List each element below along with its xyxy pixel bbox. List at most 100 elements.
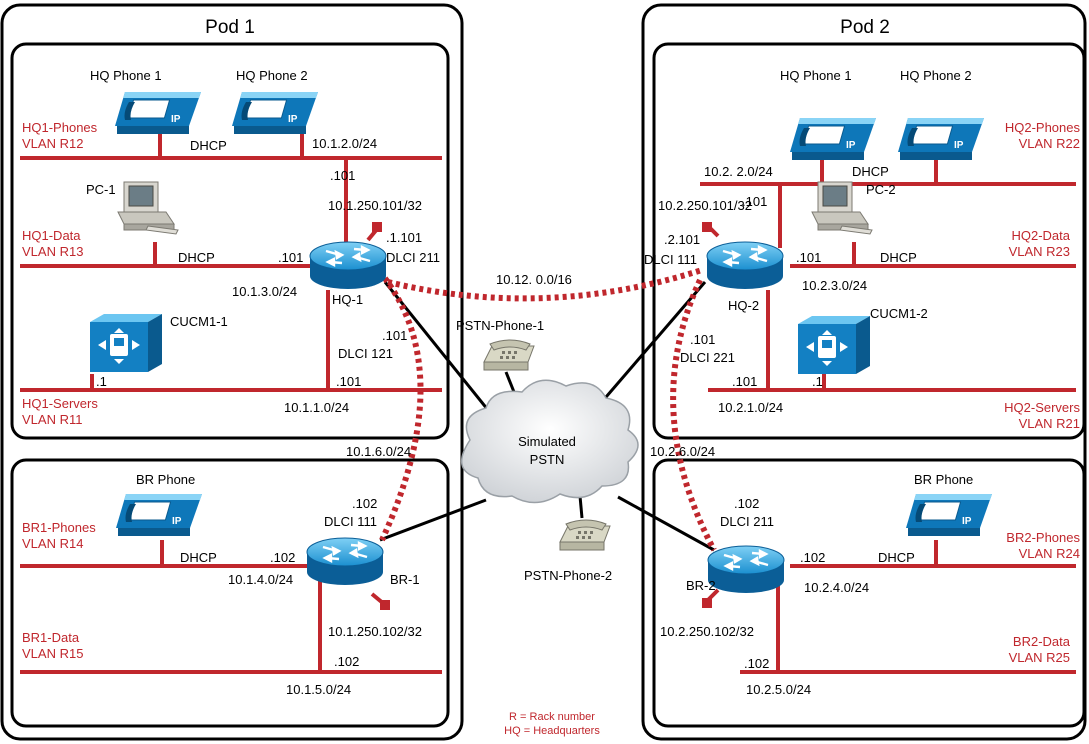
pod-1-br-phones-vlan-name: BR1-Phones — [22, 520, 96, 535]
pod-1-br-link-dlci: DLCI 121 — [338, 346, 393, 361]
pod-2-br-phones-if: .102 — [800, 550, 825, 565]
pod-2-br-phone[interactable] — [905, 493, 993, 537]
pod-1-br-phones-if: .102 — [270, 550, 295, 565]
pstn-cloud: Simulated PSTN — [461, 379, 639, 504]
pod-2-labels: HQ Phone 1 HQ Phone 2 HQ2-Phones VLAN R2… — [644, 68, 1080, 697]
pod-1-lans — [20, 128, 442, 674]
pstn-phone-2-label: PSTN-Phone-2 — [524, 568, 612, 583]
pod-1-phones-if: .101 — [330, 168, 355, 183]
pod-2-br-data-if: .102 — [744, 656, 769, 671]
pod-1-br-link-if: .101 — [382, 328, 407, 343]
pod-2-phones-if: .101 — [742, 194, 767, 209]
pod-2-lans — [700, 158, 1076, 674]
pstn-phone-1-label: PSTN-Phone-1 — [456, 318, 544, 333]
pod-2-router-label: HQ-2 — [728, 298, 759, 313]
pod-1-pc-label: PC-1 — [86, 182, 116, 197]
pod-2-wan-if: .2.101 — [664, 232, 700, 247]
pod-2-hq-phone-2[interactable] — [897, 117, 985, 161]
pod-2-data-dhcp: DHCP — [880, 250, 917, 265]
pod-1-phones-vlan-name: HQ1-Phones — [22, 120, 98, 135]
pod-2-hq-phone-1[interactable] — [789, 117, 877, 161]
legend-hq: HQ = Headquarters — [504, 725, 600, 737]
pod-2-br-router[interactable] — [706, 544, 786, 595]
pod-2-servers-vlan-name: HQ2-Servers — [1004, 400, 1080, 415]
pod-2-br-phone-label: BR Phone — [914, 472, 973, 487]
pod-2-br-dhcp: DHCP — [878, 550, 915, 565]
pod-1-loopback: 10.1.250.101/32 — [328, 198, 422, 213]
wan-links — [377, 267, 717, 552]
pod-2-data-subnet: 10.2.3.0/24 — [802, 278, 867, 293]
pod-1-wan-dlci: DLCI 211 — [386, 250, 440, 265]
pod-1-br-wan-if: .102 — [352, 496, 377, 511]
pod-1-br-phones-vlan-id: VLAN R14 — [22, 536, 83, 551]
pod-1-hq-phone-1[interactable] — [114, 91, 202, 135]
pod-1-data-if: .101 — [278, 250, 303, 265]
pod-1-hq-phone-1-label: HQ Phone 1 — [90, 68, 162, 83]
pod-1-hq-phone-2[interactable] — [231, 91, 319, 135]
pod-1-br-data-vlan-id: VLAN R15 — [22, 646, 83, 661]
pod-2-br-phones-vlan-name: BR2-Phones — [1006, 530, 1080, 545]
pod-1-data-subnet: 10.1.3.0/24 — [232, 284, 297, 299]
pod-2-hq-phone-2-label: HQ Phone 2 — [900, 68, 972, 83]
pod-1-phones-dhcp: DHCP — [190, 138, 227, 153]
pod-2-cucm-server[interactable] — [798, 316, 870, 374]
pod-2-br-wan-if: .102 — [734, 496, 759, 511]
pod-2-br-data-vlan-name: BR2-Data — [1013, 634, 1071, 649]
pod-2-server-if: .101 — [732, 374, 757, 389]
pod-2-loopback: 10.2.250.101/32 — [658, 198, 752, 213]
pod-1-data-vlan-id: VLAN R13 — [22, 244, 83, 259]
pod-2-pc-label: PC-2 — [866, 182, 896, 197]
pod-2-br-link-subnet: 10.2.6.0/24 — [650, 444, 715, 459]
cloud-label-1: Simulated — [518, 434, 576, 449]
pod-2-br-wan-dlci: DLCI 211 — [720, 514, 774, 529]
pod-2-br-data-subnet: 10.2.5.0/24 — [746, 682, 811, 697]
pod-2-cucm-label: CUCM1-2 — [870, 306, 928, 321]
pod-2-phones-vlan-id: VLAN R22 — [1019, 136, 1080, 151]
pod-1-br-router[interactable] — [305, 536, 385, 587]
pod-2-servers-subnet: 10.2.1.0/24 — [718, 400, 783, 415]
pod-2-br-link-if: .101 — [690, 332, 715, 347]
wan-subnet-label: 10.12. 0.0/16 — [496, 272, 572, 287]
pod-2-br-data-vlan-id: VLAN R25 — [1009, 650, 1070, 665]
pod-1-cucm-server[interactable] — [90, 314, 162, 372]
pod-1-br-router-label: BR-1 — [390, 572, 420, 587]
pod-2-br-phones-vlan-id: VLAN R24 — [1019, 546, 1080, 561]
pod-2-br-router-label: BR-2 — [686, 578, 716, 593]
pod-1-br-data-subnet: 10.1.5.0/24 — [286, 682, 351, 697]
pod-1-servers-vlan-name: HQ1-Servers — [22, 396, 98, 411]
pod-1-pc-icon[interactable] — [117, 181, 179, 235]
pod-1-labels: HQ Phone 1 HQ Phone 2 HQ1-Phones VLAN R1… — [22, 68, 440, 697]
pod-2-title: Pod 2 — [840, 17, 890, 38]
pod-1-br-phones-subnet: 10.1.4.0/24 — [228, 572, 293, 587]
pod-2-frame — [641, 3, 1087, 741]
pod-1-frame — [0, 3, 464, 741]
pod-2-phones-dhcp: DHCP — [852, 164, 889, 179]
pod-2-wan-dlci: DLCI 111 — [644, 252, 697, 267]
pod-1-hq-phone-2-label: HQ Phone 2 — [236, 68, 308, 83]
pod-1-title: Pod 1 — [205, 17, 255, 38]
pod-2-server-host: .1 — [812, 374, 823, 389]
pod-1-servers-vlan-id: VLAN R11 — [22, 412, 82, 427]
pod-1-br-phone[interactable] — [115, 493, 203, 537]
pod-2-data-if: .101 — [796, 250, 821, 265]
pod-2-pc-icon[interactable] — [811, 181, 873, 235]
pod-2-br-link-dlci: DLCI 221 — [680, 350, 735, 365]
pod-1-servers-subnet: 10.1.1.0/24 — [284, 400, 349, 415]
pstn-phone-2-icon[interactable] — [559, 519, 611, 551]
pod-1-wan-if: .1.101 — [386, 230, 422, 245]
pod-1-data-dhcp: DHCP — [178, 250, 215, 265]
pstn-phone-1-icon[interactable] — [483, 339, 535, 371]
pod-1-br-link-subnet: 10.1.6.0/24 — [346, 444, 411, 459]
pod-1-br-dhcp: DHCP — [180, 550, 217, 565]
pod-1-cucm-label: CUCM1-1 — [170, 314, 228, 329]
legend-rack: R = Rack number — [509, 711, 595, 723]
pod-1-hq-router[interactable] — [308, 240, 388, 291]
pod-1-br-loopback: 10.1.250.102/32 — [328, 624, 422, 639]
pod-1-br-wan-dlci: DLCI 111 — [324, 514, 377, 529]
pod-1-server-host: .1 — [96, 374, 107, 389]
pod-2-phones-vlan-name: HQ2-Phones — [1005, 120, 1081, 135]
pod-1-br-data-if: .102 — [334, 654, 359, 669]
pod-2-hq-router[interactable] — [705, 240, 785, 291]
pod-2-data-vlan-name: HQ2-Data — [1011, 228, 1070, 243]
